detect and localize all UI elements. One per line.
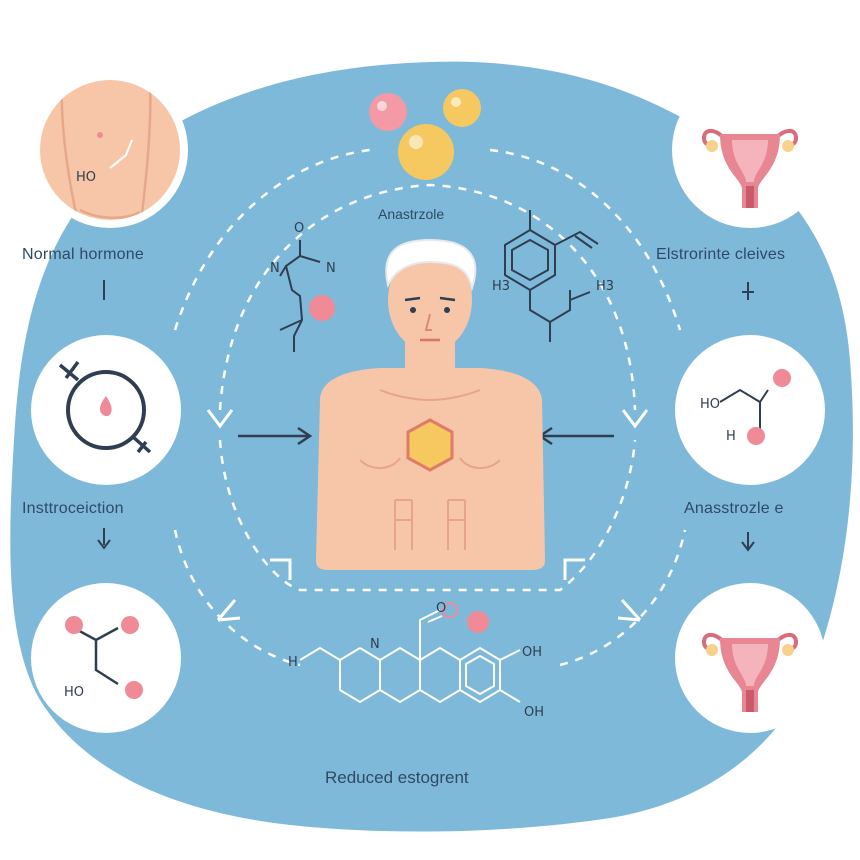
chem-o-left: O <box>294 221 304 236</box>
arrowhead-right-down <box>621 409 649 429</box>
chem-h3-right: H3 <box>596 279 614 294</box>
node-molecule-right: HO H <box>675 335 825 485</box>
pink-ring-bottom <box>442 602 458 618</box>
gland-icon <box>406 418 454 472</box>
pink-ball-left <box>309 295 335 321</box>
chem-h-bottom: H <box>288 655 298 670</box>
chem-oh2-bottom: OH <box>524 705 544 720</box>
chem-n-left: N <box>270 261 280 276</box>
uterus-icon <box>701 129 799 208</box>
uterus-icon-bottom <box>701 633 799 712</box>
chem-structure-left <box>279 240 321 352</box>
chem-oh-bottom: OH <box>522 645 542 660</box>
chem-n-bottom: N <box>370 637 380 652</box>
dashed-cycle-bottom-right <box>559 529 687 667</box>
label-normal-hormone: Normal hormone <box>22 246 144 263</box>
arrowhead-corner-right <box>563 558 585 580</box>
arrowhead-lower-left <box>216 599 241 622</box>
molecule-balls-top <box>369 89 481 180</box>
arrow-left-to-body <box>238 426 313 446</box>
node-molecule-bottom-left: HO <box>31 583 181 733</box>
chem-n2-left: N <box>326 261 336 276</box>
label-anasstrozle: Anasstrozle e <box>684 500 784 517</box>
ho-label-skin: HO <box>76 170 96 185</box>
chem-o-bottom: O <box>436 601 446 616</box>
node-uterus-top <box>672 72 828 228</box>
label-insttroceiction: Insttroceiction <box>22 500 124 517</box>
node-skin: HO <box>32 72 188 228</box>
arrowhead-left-down <box>206 409 234 429</box>
label-elstrorinte: Elstrorinte cleives <box>656 246 786 263</box>
arrowhead-corner-left <box>270 558 292 580</box>
ho-label-bottomleft: HO <box>64 685 84 700</box>
connector-right-top <box>742 282 754 300</box>
dashed-cycle-outer-right <box>489 148 682 331</box>
dashed-cycle-inner <box>218 183 637 411</box>
connector-left-mid <box>97 528 111 550</box>
ho-label-right: HO <box>700 397 720 412</box>
chem-structure-right <box>504 210 599 342</box>
h-label-right: H <box>726 429 736 444</box>
chem-h3-left: H3 <box>492 279 510 294</box>
pink-ball-bottom <box>467 611 489 633</box>
node-uterus-bottom <box>675 583 825 733</box>
label-anastrzole: Anastrzole <box>378 206 445 222</box>
connector-right-mid <box>741 532 755 552</box>
arrowhead-lower-right <box>617 598 642 622</box>
chem-structure-bottom <box>299 609 521 704</box>
label-reduced-estogrent: Reduced estogrent <box>325 768 469 787</box>
person-figure <box>316 238 545 570</box>
dashed-cycle-lower <box>218 439 637 592</box>
node-hormone-symbol <box>31 335 181 485</box>
